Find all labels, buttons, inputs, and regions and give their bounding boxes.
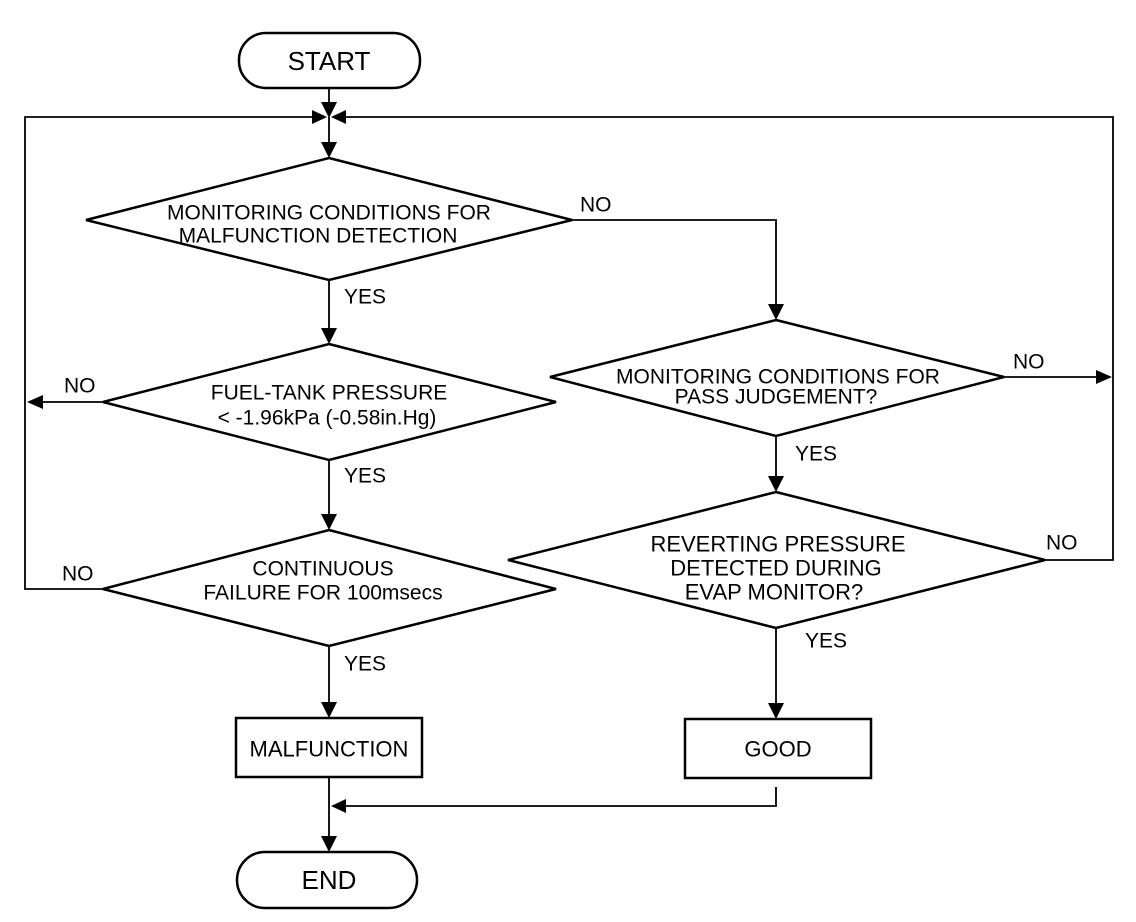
decision-fuel-tank-pressure-line1: FUEL-TANK PRESSURE xyxy=(211,382,448,405)
end-terminal: END xyxy=(235,850,419,910)
decision-pass-judgement-yes-label: YES xyxy=(795,443,837,466)
decision-continuous-failure-line2: FAILURE FOR 100msecs xyxy=(203,582,442,605)
decision-malfunction-detection-no-label: NO xyxy=(580,194,612,217)
arrow-down-continuous xyxy=(321,514,337,530)
arrow-left-merge xyxy=(331,110,346,124)
decision-reverting-pressure: REVERTING PRESSURE DETECTED DURING EVAP … xyxy=(507,490,1078,653)
result-good-label: GOOD xyxy=(744,737,811,762)
arrow-right-merge xyxy=(312,110,327,124)
decision-reverting-pressure-line1: REVERTING PRESSURE xyxy=(650,532,905,557)
decision-fuel-tank-pressure-yes-label: YES xyxy=(344,465,386,488)
decision-continuous-failure: CONTINUOUS FAILURE FOR 100msecs YES NO xyxy=(62,528,557,676)
connector-right-loop xyxy=(345,116,1114,561)
decision-pass-judgement: MONITORING CONDITIONS FOR PASS JUDGEMENT… xyxy=(549,318,1045,466)
arrow-down-malfunction xyxy=(321,702,337,718)
arrow-down-pass xyxy=(768,304,784,320)
decision-continuous-failure-no-label: NO xyxy=(62,563,94,586)
result-good-box: GOOD xyxy=(683,717,873,780)
arrow-down-detection xyxy=(321,142,337,158)
result-malfunction-label: MALFUNCTION xyxy=(250,737,409,762)
decision-fuel-tank-pressure-no-label: NO xyxy=(64,375,96,398)
decision-fuel-tank-pressure-line2: < -1.96kPa (-0.58in.Hg) xyxy=(218,407,437,430)
decision-pass-judgement-line1: MONITORING CONDITIONS FOR xyxy=(616,366,940,389)
decision-malfunction-detection-yes-label: YES xyxy=(344,286,386,309)
arrow-down-end xyxy=(321,836,337,852)
arrow-left-end xyxy=(331,799,346,813)
decision-continuous-failure-yes-label: YES xyxy=(344,653,386,676)
arrow-down-good xyxy=(768,703,784,719)
decision-reverting-pressure-no-label: NO xyxy=(1046,532,1078,555)
connector-good-to-end xyxy=(345,787,777,807)
start-label: START xyxy=(288,46,371,76)
arrow-down-pressure xyxy=(321,328,337,344)
connector-left-loop xyxy=(24,116,313,590)
decision-fuel-tank-pressure: FUEL-TANK PRESSURE < -1.96kPa (-0.58in.H… xyxy=(64,342,557,488)
decision-reverting-pressure-line3: EVAP MONITOR? xyxy=(685,580,864,605)
arrow-down-merge xyxy=(321,102,337,118)
end-label: END xyxy=(302,865,357,895)
decision-pass-judgement-no-label: NO xyxy=(1013,351,1045,374)
decision-reverting-pressure-yes-label: YES xyxy=(805,630,847,653)
decision-pass-judgement-line2: PASS JUDGEMENT? xyxy=(675,386,878,409)
arrowheads xyxy=(27,102,1112,852)
connectors xyxy=(24,88,1114,842)
result-malfunction-box: MALFUNCTION xyxy=(234,716,424,779)
arrow-left-pressure-no xyxy=(27,395,43,409)
arrow-down-reverting xyxy=(768,476,784,492)
decision-malfunction-detection-line2: MALFUNCTION DETECTION xyxy=(179,225,458,248)
start-terminal: START xyxy=(237,31,422,90)
decision-malfunction-detection: MONITORING CONDITIONS FOR MALFUNCTION DE… xyxy=(85,156,612,309)
arrow-right-pass-no xyxy=(1096,370,1112,384)
decision-continuous-failure-line1: CONTINUOUS xyxy=(252,558,393,581)
decision-reverting-pressure-line2: DETECTED DURING xyxy=(670,556,881,581)
connector-detection-no xyxy=(572,219,777,310)
decision-malfunction-detection-line1: MONITORING CONDITIONS FOR xyxy=(167,202,491,225)
